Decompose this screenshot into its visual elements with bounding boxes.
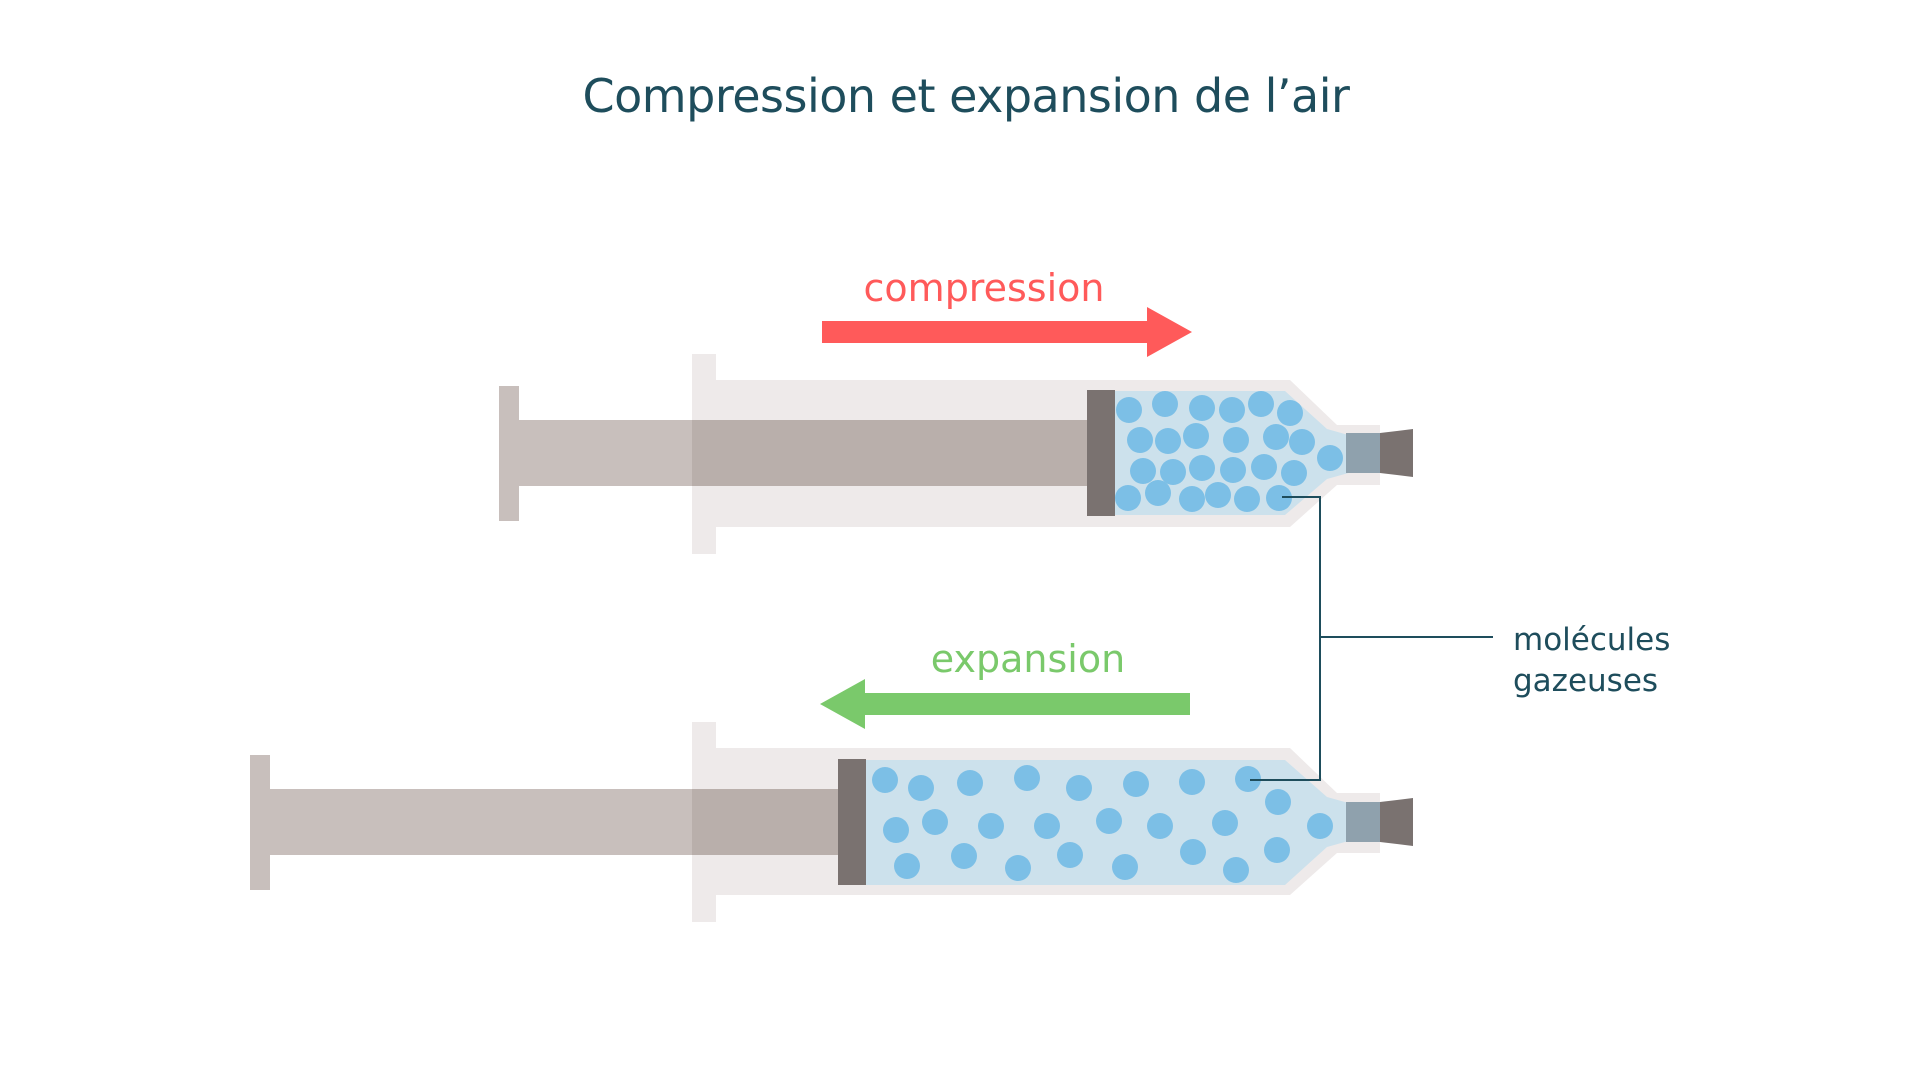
arrow-left-icon xyxy=(820,679,1190,729)
gas-molecule xyxy=(1179,486,1205,512)
gas-molecule xyxy=(1281,460,1307,486)
gas-molecule xyxy=(957,770,983,796)
gas-molecule xyxy=(1066,775,1092,801)
gas-molecule xyxy=(1317,445,1343,471)
gas-molecule xyxy=(1116,397,1142,423)
gas-molecule xyxy=(1189,395,1215,421)
needle-tip xyxy=(1380,429,1413,477)
gas-molecule xyxy=(1152,391,1178,417)
molecules-callout: molécules gazeuses xyxy=(1250,496,1670,781)
callout-label-line1: molécules xyxy=(1513,622,1670,658)
plunger-cap xyxy=(499,386,519,521)
gas-molecule xyxy=(951,843,977,869)
gas-molecule xyxy=(1235,766,1261,792)
gas-molecule xyxy=(894,853,920,879)
gas-molecule xyxy=(883,817,909,843)
gas-molecule xyxy=(1034,813,1060,839)
gas-molecule xyxy=(1180,839,1206,865)
gas-molecule xyxy=(1277,400,1303,426)
gas-molecules-expanded xyxy=(872,765,1333,883)
gas-molecule xyxy=(1014,765,1040,791)
gas-molecule xyxy=(978,813,1004,839)
gas-molecule xyxy=(1234,486,1260,512)
gas-molecule xyxy=(1223,427,1249,453)
gas-molecule xyxy=(1112,854,1138,880)
needle-connector xyxy=(1346,802,1382,842)
gas-molecule xyxy=(1248,391,1274,417)
syringe-expanded xyxy=(250,722,1413,922)
callout-label-line2: gazeuses xyxy=(1513,663,1658,699)
gas-molecule xyxy=(1205,482,1231,508)
gas-molecule xyxy=(922,809,948,835)
expansion-arrow: expansion xyxy=(820,637,1190,729)
gas-molecule xyxy=(1145,480,1171,506)
gas-molecule xyxy=(1289,429,1315,455)
gas-molecule xyxy=(1223,857,1249,883)
syringe-compressed xyxy=(499,354,1413,554)
compression-arrow: compression xyxy=(822,266,1192,357)
gas-molecule xyxy=(1130,458,1156,484)
needle-connector xyxy=(1346,433,1382,473)
gas-molecule xyxy=(1263,424,1289,450)
gas-molecule xyxy=(1220,457,1246,483)
gas-molecule xyxy=(1127,427,1153,453)
gas-molecule xyxy=(1123,771,1149,797)
gas-molecule xyxy=(1155,428,1181,454)
arrow-right-icon xyxy=(822,307,1192,357)
diagram-title: Compression et expansion de l’air xyxy=(583,69,1350,123)
compression-label: compression xyxy=(864,266,1105,310)
gas-molecule xyxy=(1212,810,1238,836)
expansion-label: expansion xyxy=(931,637,1125,681)
gas-molecule xyxy=(1179,769,1205,795)
plunger-rod xyxy=(519,420,692,486)
gas-molecule xyxy=(1005,855,1031,881)
gas-molecule xyxy=(1189,455,1215,481)
plunger-rod-inside xyxy=(692,789,838,855)
gas-molecule xyxy=(1307,813,1333,839)
gas-molecule xyxy=(1251,454,1277,480)
gas-molecule xyxy=(908,775,934,801)
gas-molecule xyxy=(1160,459,1186,485)
gas-molecule xyxy=(1183,423,1209,449)
piston xyxy=(1087,390,1115,516)
needle-tip xyxy=(1380,798,1413,846)
plunger-rod xyxy=(270,789,692,855)
gas-molecule xyxy=(1057,842,1083,868)
callout-leader-line xyxy=(1250,496,1321,781)
plunger-rod-inside xyxy=(692,420,1087,486)
gas-molecules-compressed xyxy=(1115,391,1343,512)
gas-molecule xyxy=(872,767,898,793)
plunger-cap xyxy=(250,755,270,890)
gas-molecule xyxy=(1096,808,1122,834)
piston xyxy=(838,759,866,885)
gas-molecule xyxy=(1266,485,1292,511)
gas-molecule xyxy=(1219,397,1245,423)
gas-molecule xyxy=(1115,485,1141,511)
gas-molecule xyxy=(1265,789,1291,815)
gas-molecule xyxy=(1147,813,1173,839)
gas-molecule xyxy=(1264,837,1290,863)
